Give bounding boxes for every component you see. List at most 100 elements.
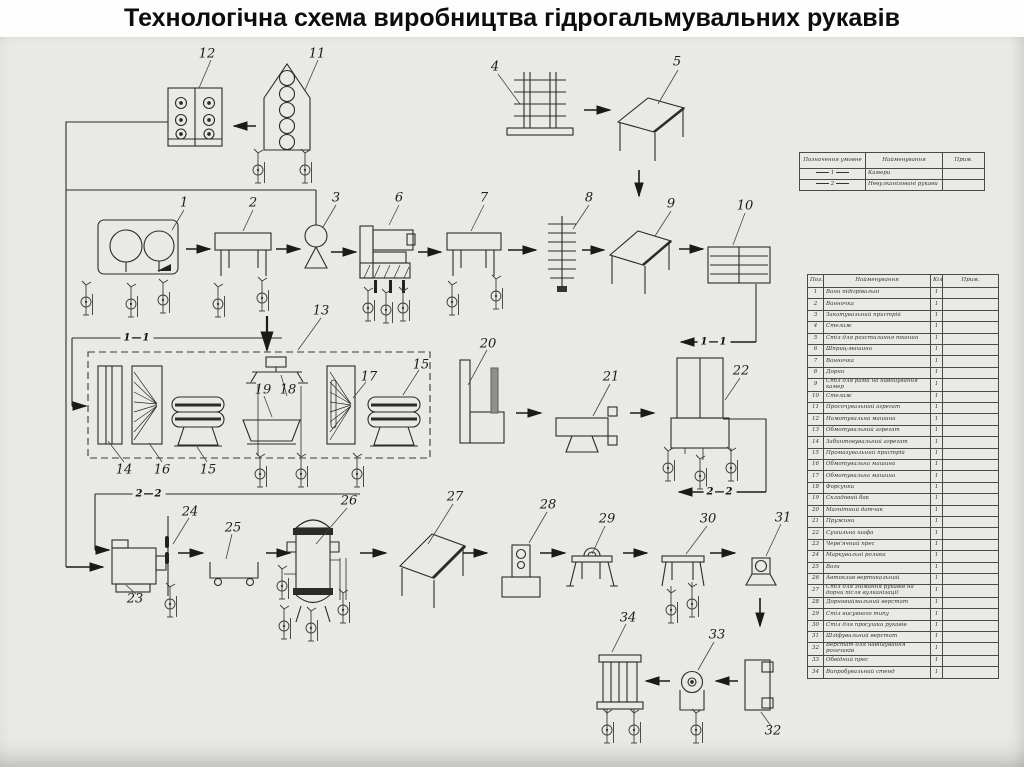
parts-cell-name: Магнітний датчик: [823, 504, 931, 517]
parts-cell-pos: 32: [807, 642, 824, 656]
parts-cell-qty: 1: [930, 321, 943, 334]
parts-cell-pos: 29: [807, 608, 824, 621]
parts-cell-pos: 21: [807, 515, 824, 529]
parts-cell-pos: 17: [807, 470, 824, 483]
parts-cell-note: [942, 447, 999, 461]
parts-cell-qty: 1: [930, 572, 943, 586]
parts-cell-pos: 1: [807, 286, 824, 300]
parts-cell-name: Стелаж: [823, 390, 931, 404]
parts-cell-pos: 10: [807, 390, 824, 404]
parts-cell-pos: 15: [807, 447, 824, 461]
parts-cell-qty: 1: [930, 504, 943, 517]
parts-cell-note: [942, 390, 999, 404]
parts-cell-pos: 11: [807, 402, 824, 415]
parts-cell-qty: 1: [930, 436, 943, 449]
parts-cell-note: [942, 538, 999, 552]
parts-cell-pos: 19: [807, 493, 824, 506]
parts-cell-name: Дорни: [823, 366, 931, 380]
parts-cell-name: Випробувальний стенд: [823, 666, 931, 679]
parts-cell-qty: 1: [930, 458, 943, 472]
parts-cell-note: [942, 561, 999, 574]
parts-cell-pos: 6: [807, 343, 824, 357]
parts-cell-qty: 1: [930, 286, 943, 300]
parts-cell-qty: 1: [930, 493, 943, 506]
legend-line-number: 2: [830, 181, 835, 188]
parts-cell-name: Ванночка: [823, 355, 931, 368]
parts-cell-note: [942, 608, 999, 621]
parts-cell-name: Обмотувальний агрегат: [823, 424, 931, 438]
parts-cell-name: Черв'ячний прес: [823, 538, 931, 552]
parts-cell-qty: 1: [930, 515, 943, 529]
parts-cell-qty: 1: [930, 596, 943, 610]
parts-cell-qty: 1: [930, 470, 943, 483]
parts-header-name: Найменування: [823, 274, 931, 288]
parts-cell-name: Стіл для рами на навішування камер: [823, 378, 931, 392]
parts-cell-pos: 5: [807, 332, 824, 345]
parts-cell-pos: 22: [807, 527, 824, 540]
parts-header-qty: Кіл.: [930, 274, 943, 288]
parts-cell-pos: 4: [807, 321, 824, 334]
parts-cell-name: Обвідний прес: [823, 654, 931, 668]
parts-cell-note: [942, 343, 999, 357]
parts-cell-pos: 33: [807, 654, 824, 668]
parts-cell-pos: 9: [807, 378, 824, 392]
parts-cell-note: [942, 298, 999, 311]
parts-cell-name: Стіл для розстилання тканин: [823, 332, 931, 345]
parts-cell-pos: 16: [807, 458, 824, 472]
parts-cell-name: Маркувальні ролики: [823, 550, 931, 563]
parts-cell-note: [942, 630, 999, 644]
parts-cell-name: Обмотувальна машина: [823, 470, 931, 483]
title-bar: Технологічна схема виробництва гідрогаль…: [0, 0, 1024, 37]
parts-cell-name: Складовий бак: [823, 493, 931, 506]
equipment-shapes: [87, 63, 777, 716]
parts-cell-name: Верстат для навішування рогачиків: [823, 642, 931, 656]
parts-cell-pos: 8: [807, 366, 824, 380]
parts-cell-qty: 1: [930, 424, 943, 438]
parts-cell-pos: 13: [807, 424, 824, 438]
parts-cell-pos: 14: [807, 436, 824, 449]
parts-cell-note: [942, 332, 999, 345]
parts-cell-name: Шприц-машина: [823, 343, 931, 357]
parts-cell-name: Стіл для просушки рукавів: [823, 619, 931, 633]
parts-cell-note: [942, 378, 999, 392]
parts-cell-pos: 24: [807, 550, 824, 563]
leader-lines: [107, 59, 782, 727]
parts-cell-pos: 18: [807, 481, 824, 495]
legend-header-name: Найменування: [865, 152, 943, 169]
parts-cell-pos: 27: [807, 584, 824, 598]
parts-cell-name: Шліфувальний верстат: [823, 630, 931, 644]
parts-cell-qty: 1: [930, 481, 943, 495]
legend-cell-symbol: 1: [799, 168, 866, 180]
parts-cell-pos: 3: [807, 309, 824, 323]
parts-cell-name: Ванночка: [823, 298, 931, 311]
parts-cell-note: [942, 424, 999, 438]
parts-cell-pos: 20: [807, 504, 824, 517]
parts-cell-note: [942, 355, 999, 368]
parts-cell-qty: 1: [930, 608, 943, 621]
parts-cell-qty: 1: [930, 666, 943, 679]
parts-cell-name: Обмотувальна машина: [823, 458, 931, 472]
parts-cell-qty: 1: [930, 355, 943, 368]
parts-cell-note: [942, 666, 999, 679]
parts-cell-note: [942, 619, 999, 633]
legend-cell-symbol: 2: [799, 179, 866, 191]
parts-cell-pos: 12: [807, 413, 824, 426]
parts-cell-name: Забинтовувальний агрегат: [823, 436, 931, 449]
parts-cell-name: Намотувальна машина: [823, 413, 931, 426]
parts-cell-qty: 1: [930, 343, 943, 357]
